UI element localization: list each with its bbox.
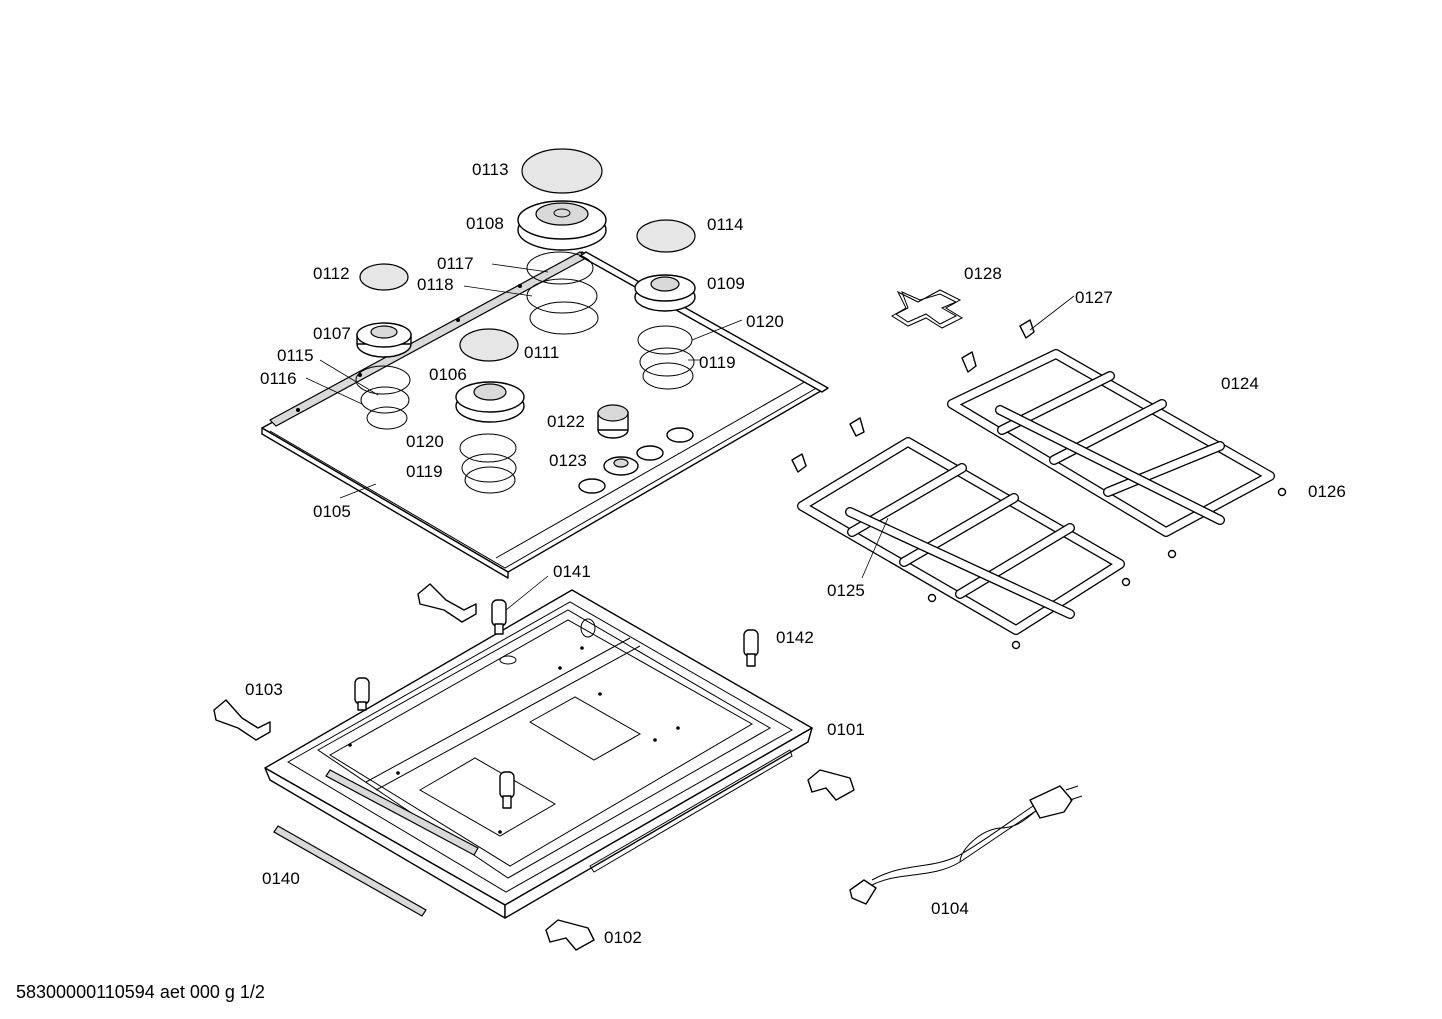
seal-rings-middle xyxy=(459,433,517,494)
label-0119-right: 0119 xyxy=(699,353,736,372)
label-0127: 0127 xyxy=(1075,288,1113,307)
label-0113: 0113 xyxy=(472,160,509,179)
burner-cap-large xyxy=(521,148,603,194)
label-0122: 0122 xyxy=(547,412,585,431)
burner-large xyxy=(517,200,607,251)
clip-right xyxy=(807,769,855,801)
burner-cap-right xyxy=(636,219,696,253)
label-0116: 0116 xyxy=(260,369,297,388)
seal-rings-large xyxy=(526,251,599,335)
label-0114: 0114 xyxy=(707,215,744,234)
knob-bezel xyxy=(603,456,639,476)
burner-cap-middle xyxy=(459,328,519,362)
label-0126: 0126 xyxy=(1308,482,1346,501)
label-0106: 0106 xyxy=(429,365,467,384)
pan-support-0125 xyxy=(797,437,1125,635)
power-cord xyxy=(849,785,1083,905)
cooktop-plate xyxy=(261,251,829,579)
wok-support xyxy=(891,289,964,329)
label-0118: 0118 xyxy=(417,275,454,294)
label-0112: 0112 xyxy=(313,264,350,283)
leader-lines xyxy=(305,263,1075,611)
label-0120-right: 0120 xyxy=(746,312,784,331)
fixing-bolt-0142 xyxy=(743,629,759,667)
label-0119-left: 0119 xyxy=(406,462,443,481)
mounting-bracket-top xyxy=(417,583,477,623)
label-0141: 0141 xyxy=(553,562,591,581)
label-0111: 0111 xyxy=(524,343,559,362)
label-0115: 0115 xyxy=(277,346,314,365)
label-0117: 0117 xyxy=(437,254,474,273)
seal-rings-left xyxy=(355,365,411,430)
label-0104: 0104 xyxy=(931,899,969,918)
label-0124: 0124 xyxy=(1221,374,1259,393)
burner-middle xyxy=(455,381,525,423)
label-0142: 0142 xyxy=(776,628,814,647)
label-0108: 0108 xyxy=(466,214,504,233)
label-0105: 0105 xyxy=(313,502,351,521)
clip-0102 xyxy=(545,919,595,951)
rubber-feet xyxy=(927,487,1287,650)
label-0125: 0125 xyxy=(827,581,865,600)
burner-cap-left xyxy=(359,263,409,291)
fixing-bolt-0141 xyxy=(491,599,507,635)
label-0103: 0103 xyxy=(245,680,283,699)
fixing-bolt-left xyxy=(354,677,370,711)
label-0101: 0101 xyxy=(827,720,865,739)
fixing-bolt-centre xyxy=(499,771,515,809)
burner-left xyxy=(356,322,412,358)
drawing-reference: 58300000110594 aet 000 g 1/2 xyxy=(16,982,265,1002)
pan-support-0124 xyxy=(947,349,1275,537)
label-0123: 0123 xyxy=(549,451,587,470)
burner-right xyxy=(634,274,696,312)
mounting-bracket-0103 xyxy=(213,699,271,741)
control-knob xyxy=(597,404,629,439)
label-0102: 0102 xyxy=(604,928,642,947)
label-0120-left: 0120 xyxy=(406,432,444,451)
pan-support-clips xyxy=(791,319,1035,473)
label-0128: 0128 xyxy=(964,264,1002,283)
base-tray xyxy=(264,589,813,919)
label-0107: 0107 xyxy=(313,324,351,343)
seal-strip xyxy=(273,825,427,917)
label-0109: 0109 xyxy=(707,274,745,293)
label-0140: 0140 xyxy=(262,869,300,888)
